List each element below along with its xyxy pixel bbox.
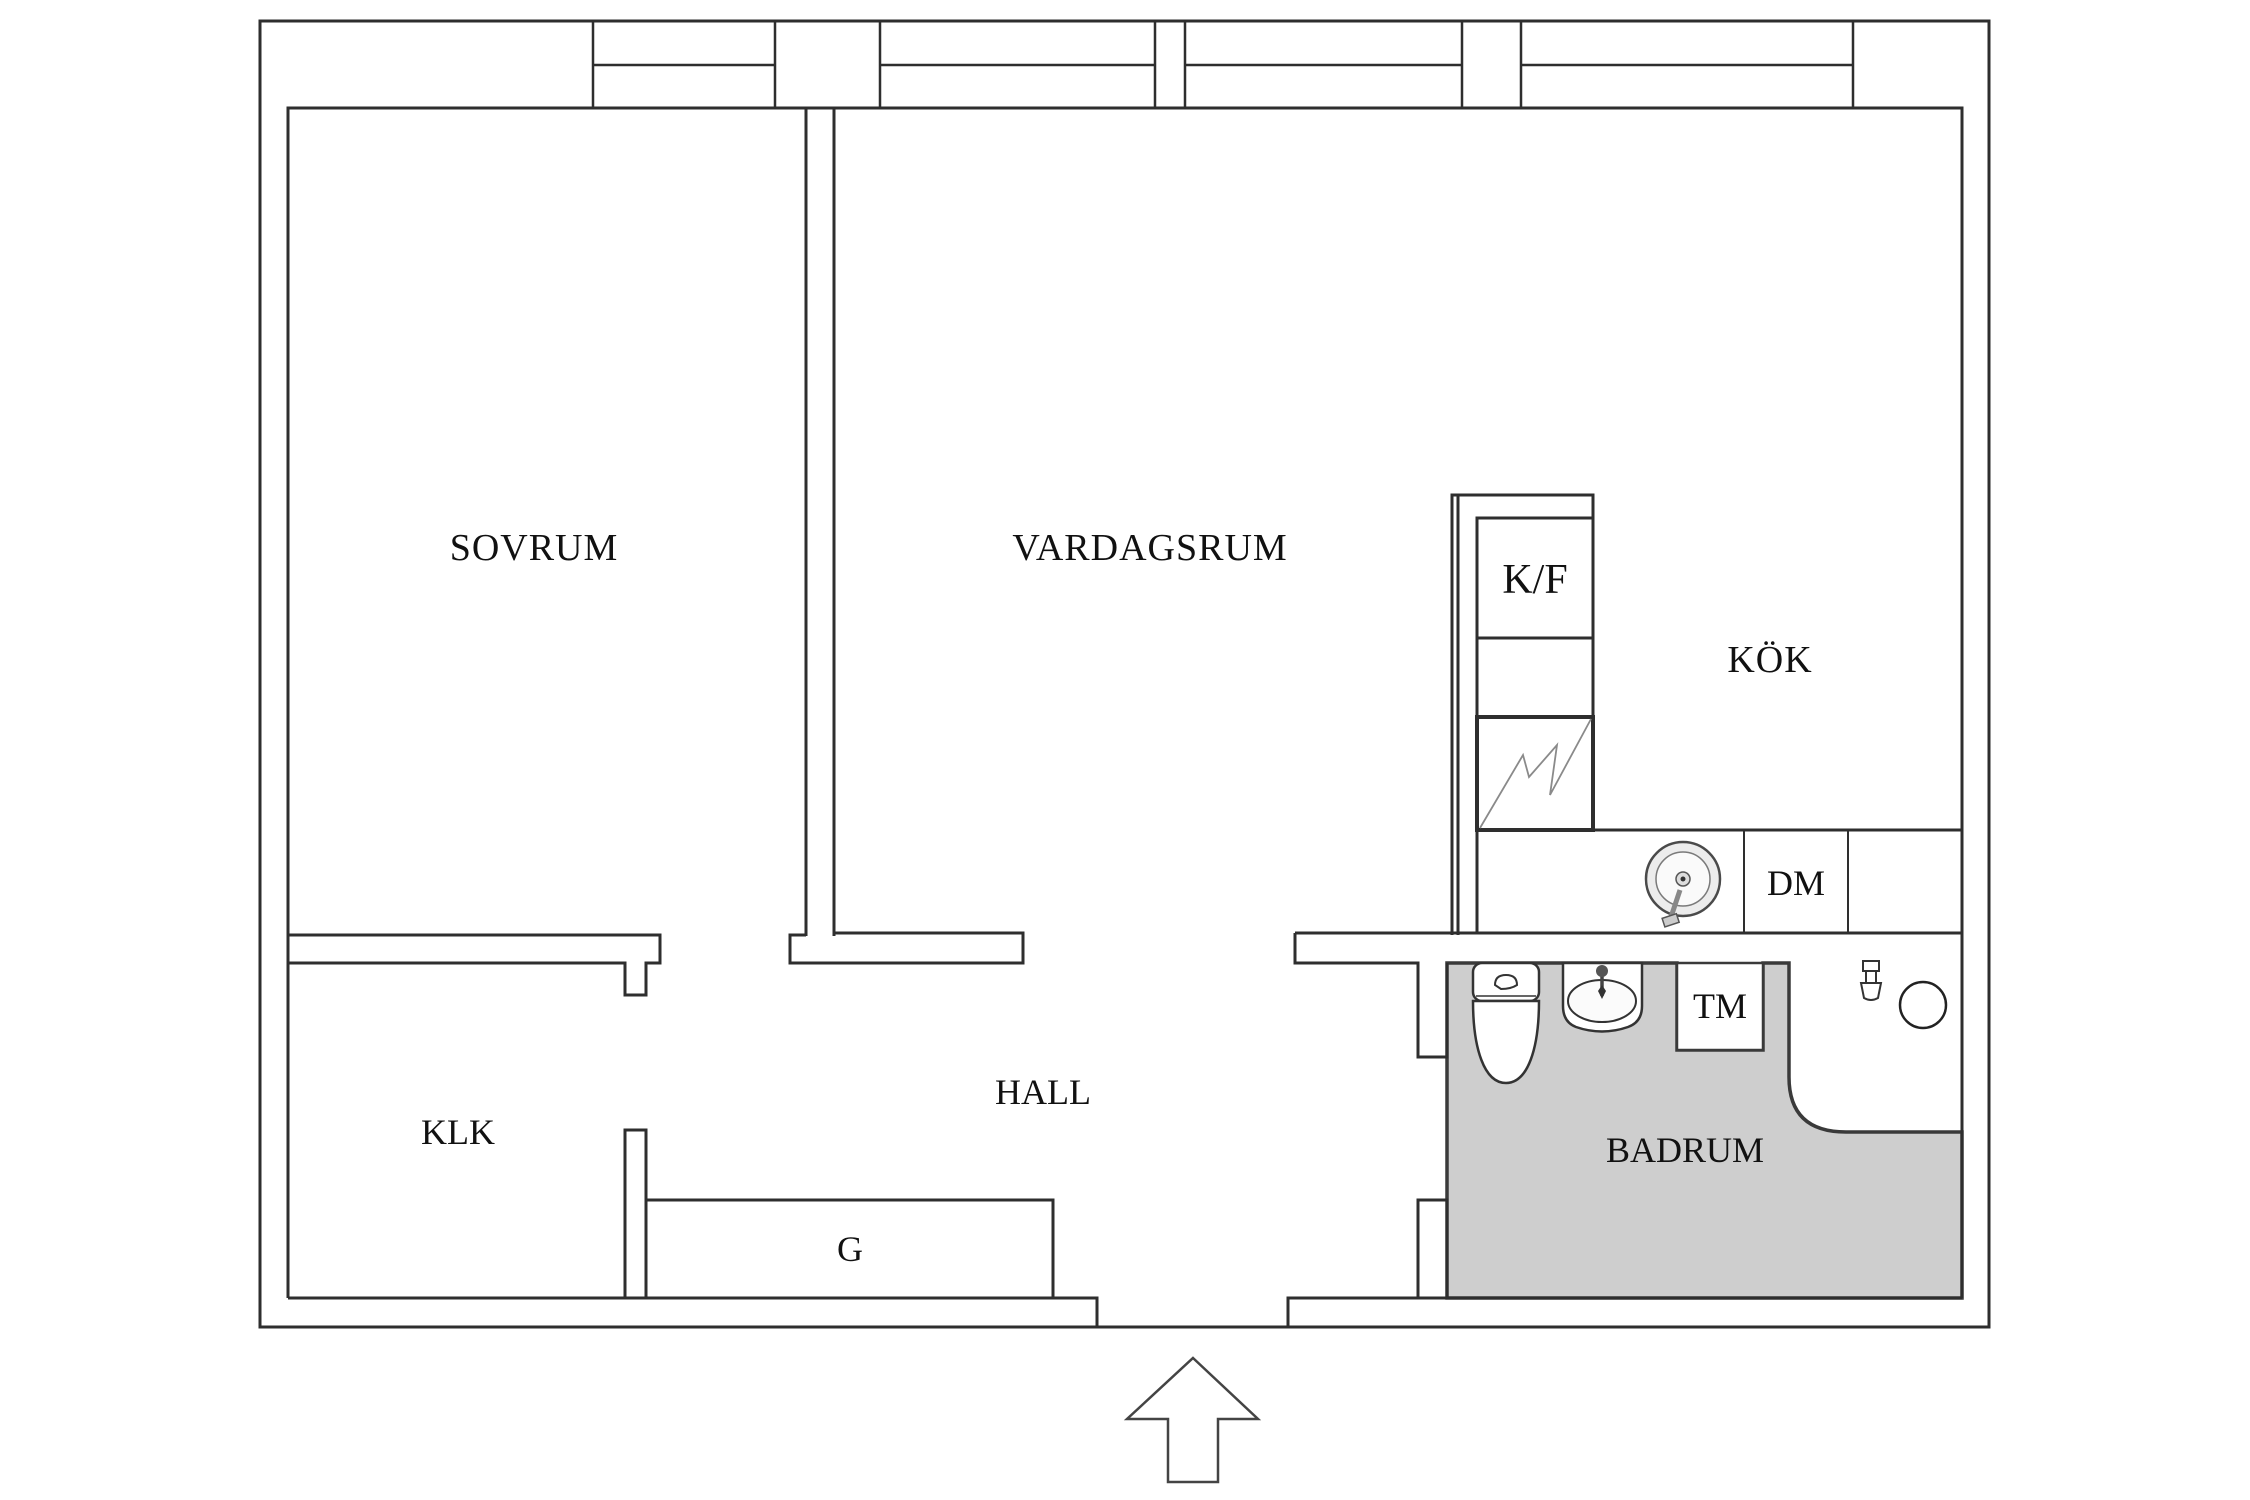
washbasin-icon [1561, 961, 1644, 1033]
wall-klk-right [623, 1128, 648, 1298]
shower-mixer-icon [1859, 960, 1883, 1001]
kitchen-counter [1295, 828, 1962, 935]
stove-box [1475, 715, 1595, 832]
inner-boundary-top [286, 106, 1964, 1298]
inner-boundary-bottom-right [1286, 1296, 1962, 1327]
label-dm: DM [1767, 863, 1825, 903]
kitchen-fittings [1295, 493, 1962, 935]
kitchen-sink-icon [1644, 840, 1722, 928]
window-3 [1183, 21, 1464, 108]
toilet-icon [1471, 961, 1541, 1085]
window-4 [1519, 21, 1855, 108]
wardrobe-g-outline [646, 1198, 1055, 1298]
entrance-arrow-icon [1123, 1356, 1262, 1484]
wall-sovrum-vardagsrum [804, 108, 836, 936]
wall-sovrum-bottom [288, 933, 662, 997]
label-g: G [837, 1229, 863, 1269]
cabinet-box [1475, 636, 1595, 719]
wall-vardagsrum-bottom [788, 931, 1025, 965]
inner-boundary-bottom-left [288, 1296, 1099, 1327]
interior-walls [288, 108, 1449, 1298]
label-sovrum: SOVRUM [450, 527, 619, 569]
drain-circle-icon [1898, 980, 1948, 1030]
window-1 [591, 21, 777, 108]
stove-zigzag-icon [1479, 718, 1592, 829]
window-2 [878, 21, 1157, 108]
label-klk: KLK [421, 1112, 495, 1152]
label-kf: K/F [1502, 557, 1567, 603]
windows [591, 21, 1855, 108]
wall-kitchen-stub [1450, 493, 1460, 935]
outer-boundary [258, 19, 1991, 1329]
label-badrum: BADRUM [1606, 1130, 1764, 1170]
washing-machine-box [1675, 961, 1765, 1052]
outer-walls [258, 19, 1991, 1329]
wall-hall-kitchen-bathroom [1293, 933, 1449, 1059]
wall-bathroom-left-lower [1416, 1198, 1449, 1298]
label-tm: TM [1693, 986, 1747, 1026]
label-kok: KÖK [1727, 639, 1812, 681]
label-hall: HALL [995, 1072, 1091, 1112]
label-vardagsrum: VARDAGSRUM [1012, 527, 1287, 569]
